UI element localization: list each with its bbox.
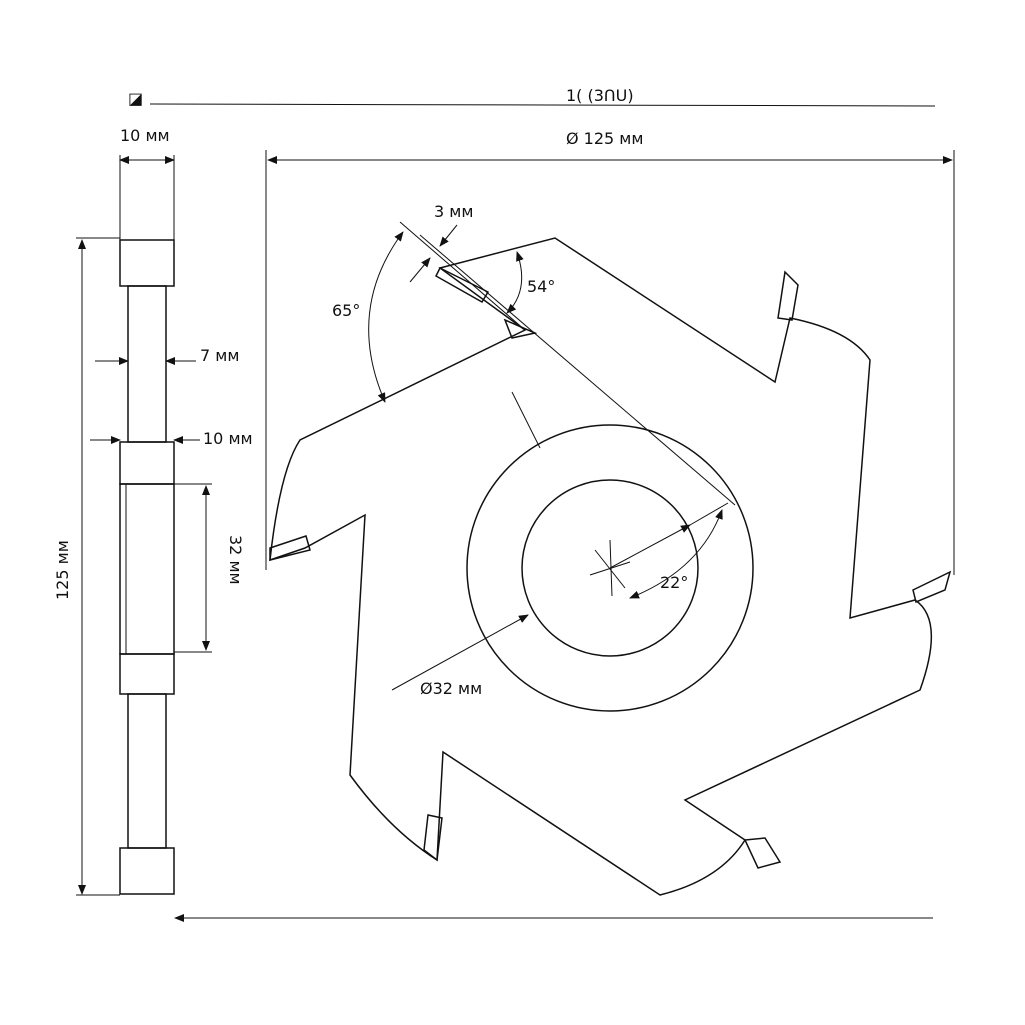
top-left-mark: ◪: [128, 89, 143, 108]
angle-22-label: 22°: [660, 573, 688, 592]
top-dimension-line: ◪ 1( (3ՈՍ): [128, 86, 936, 108]
angle-54-label: 54°: [527, 277, 555, 296]
bore-diameter-label: Ø32 мм: [420, 679, 482, 698]
top-garbled-label: 1( (3ՈՍ): [566, 86, 634, 105]
tooth-width-label: 3 мм: [434, 202, 473, 221]
bore-side-label: 32 мм: [226, 535, 245, 585]
side-view: 10 мм 7 мм 10 мм 125 мм 32 мм: [53, 126, 253, 896]
outer-diameter-label: Ø 125 мм: [566, 129, 643, 148]
hub-thickness-label: 10 мм: [203, 429, 253, 448]
body-thickness-label: 7 мм: [200, 346, 239, 365]
height-total-label: 125 мм: [53, 540, 72, 600]
blade-outline: [269, 237, 933, 896]
angle-65-label: 65°: [332, 301, 360, 320]
width-top-label: 10 мм: [120, 126, 170, 145]
front-view: Ø 125 мм Ø32 мм 22° 65° 54° 3 мм: [265, 129, 955, 896]
